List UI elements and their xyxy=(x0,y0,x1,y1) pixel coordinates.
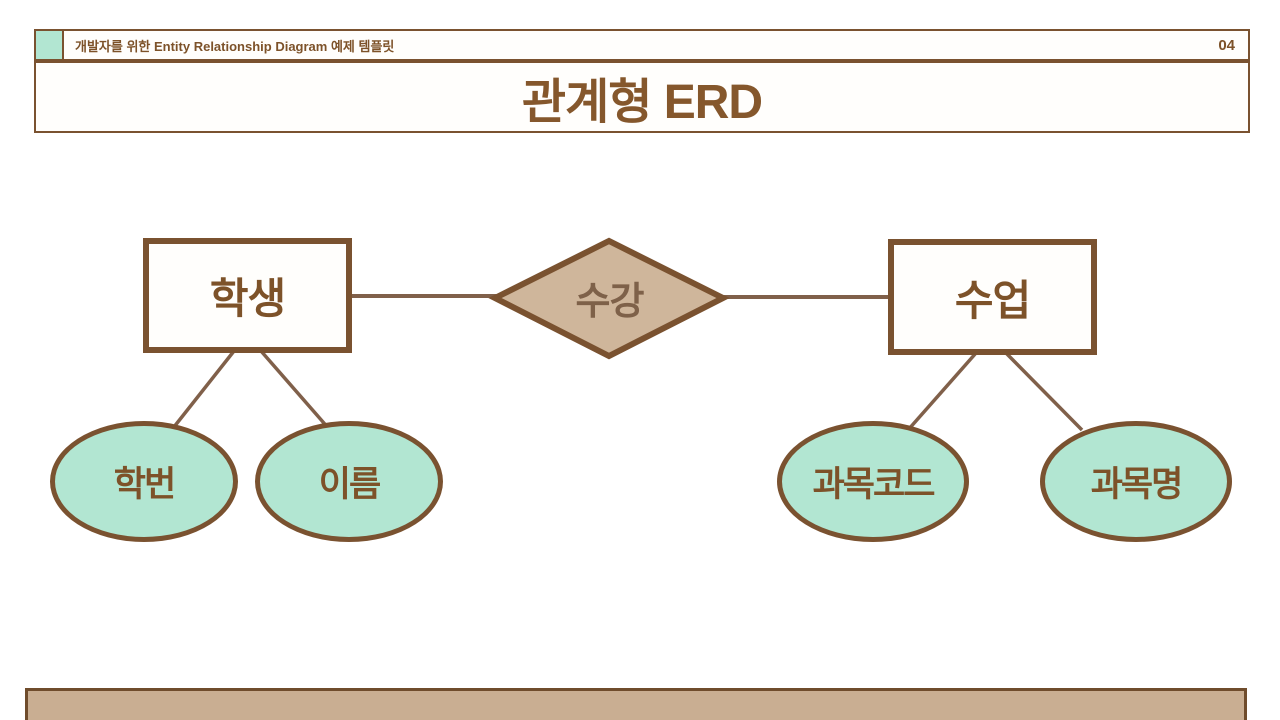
entity-student: 학생 xyxy=(143,238,352,353)
entity-class-label: 수업 xyxy=(954,276,1031,324)
attribute-student-id: 학번 xyxy=(50,421,238,542)
entity-student-label: 학생 xyxy=(209,275,286,322)
connector-class-attr-cname xyxy=(1004,351,1084,432)
attribute-course-name-label: 과목명 xyxy=(1090,465,1184,504)
attribute-student-name: 이름 xyxy=(255,421,443,542)
relationship-diamond xyxy=(488,237,730,360)
slide-title: 관계형 ERD xyxy=(521,76,763,129)
entity-class: 수업 xyxy=(888,239,1097,355)
footer-bar xyxy=(25,688,1247,720)
header-subtitle: 개발자를 위한 Entity Relationship Diagram 예제 템… xyxy=(75,38,395,54)
title-box: 관계형 ERD xyxy=(34,61,1250,133)
header-bar: 개발자를 위한 Entity Relationship Diagram 예제 템… xyxy=(34,29,1250,61)
attribute-student-id-label: 학번 xyxy=(113,465,176,504)
connector-student-attr-name xyxy=(259,349,332,432)
relationship-diamond-label-wrap: 수강 xyxy=(549,274,670,323)
attribute-student-name-label: 이름 xyxy=(318,465,381,504)
connector-student-attr-id xyxy=(168,349,236,434)
relationship-label: 수강 xyxy=(575,281,645,323)
attribute-course-code-label: 과목코드 xyxy=(812,465,936,504)
connector-class-attr-code xyxy=(906,351,978,432)
header-accent-square xyxy=(36,31,64,59)
attribute-course-code: 과목코드 xyxy=(777,421,969,542)
page-number: 04 xyxy=(1218,36,1235,54)
attribute-course-name: 과목명 xyxy=(1040,421,1232,542)
